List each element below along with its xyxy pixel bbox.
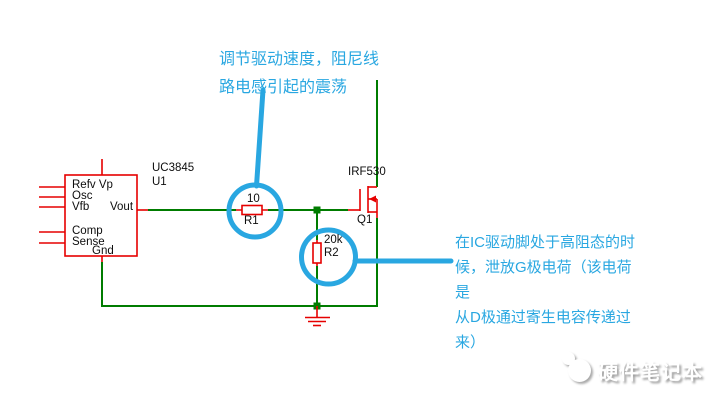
- q1-part-label: IRF530: [348, 166, 386, 178]
- annotation-shapes: [226, 87, 454, 287]
- watermark: 硬件笔记本: [556, 348, 706, 394]
- pin-label-vout: Vout: [110, 201, 134, 213]
- mosfet-symbol: [348, 186, 378, 218]
- ic-body: [64, 174, 138, 257]
- component-group: [39, 159, 378, 327]
- r2-body: [312, 242, 322, 264]
- pin-label-refv-vp: Refv Vp: [72, 179, 113, 191]
- q1-ref-label: Q1: [357, 214, 373, 226]
- ic-part-label: UC3845: [152, 162, 195, 174]
- r1-body: [241, 204, 263, 216]
- watermark-logo-icon: [568, 359, 591, 382]
- annotation-drive-speed: 调节驱动速度，阻尼线 路电感引起的震荡: [219, 51, 380, 96]
- pin-label-gnd: Gnd: [92, 245, 114, 257]
- r2-ref-label: R2: [324, 247, 339, 259]
- pin-label-osc: Osc: [72, 190, 93, 202]
- junction-dot-top: [313, 206, 321, 214]
- pin-label-vfb: Vfb: [72, 201, 90, 213]
- watermark-text: 硬件笔记本: [598, 362, 703, 384]
- annotation-gate-discharge: 在IC驱动脚处于高阻态的时 候，泄放G极电荷（该电荷是 从D极通过寄生电容传递过…: [455, 234, 636, 351]
- ic-ref-label: U1: [152, 176, 167, 188]
- r1-value-label: 10: [247, 193, 260, 205]
- pin-label-comp: Comp: [72, 225, 103, 237]
- leader-line-r1: [254, 87, 266, 189]
- pin-label-sense: Sense: [72, 236, 105, 248]
- mosfet-arrow: [369, 195, 376, 203]
- r1-ref-label: R1: [244, 215, 259, 227]
- highlight-circle-r2: [299, 227, 358, 287]
- r2-value-label: 20k: [324, 234, 343, 246]
- ground-symbol: [305, 306, 330, 327]
